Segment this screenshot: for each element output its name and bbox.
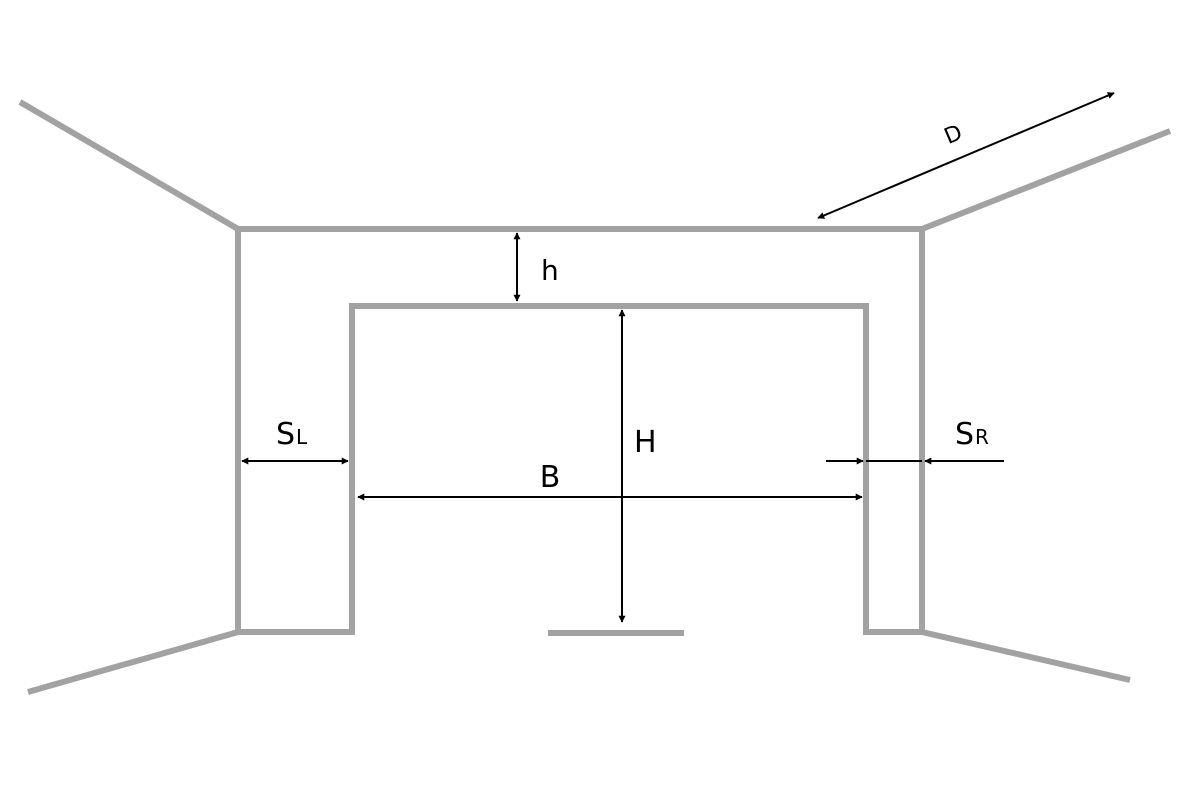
ceiling-left-line bbox=[18, 99, 240, 232]
height-label: H bbox=[634, 425, 657, 460]
lintel-label: h bbox=[541, 254, 559, 287]
depth-dimension-arrow bbox=[817, 92, 1115, 219]
wall-opening-outline bbox=[235, 226, 925, 635]
side-left-label: SL bbox=[276, 417, 308, 452]
side-right-label-main: S bbox=[955, 417, 974, 452]
floor-right-line bbox=[921, 629, 1131, 683]
floor-left-line bbox=[27, 629, 239, 695]
side-left-label-sub: L bbox=[296, 425, 308, 449]
side-right-label-sub: R bbox=[975, 425, 989, 449]
side-left-label-main: S bbox=[276, 417, 295, 452]
side-right-label: SR bbox=[955, 417, 989, 452]
depth-label: D bbox=[941, 120, 966, 150]
width-label: B bbox=[540, 460, 561, 495]
